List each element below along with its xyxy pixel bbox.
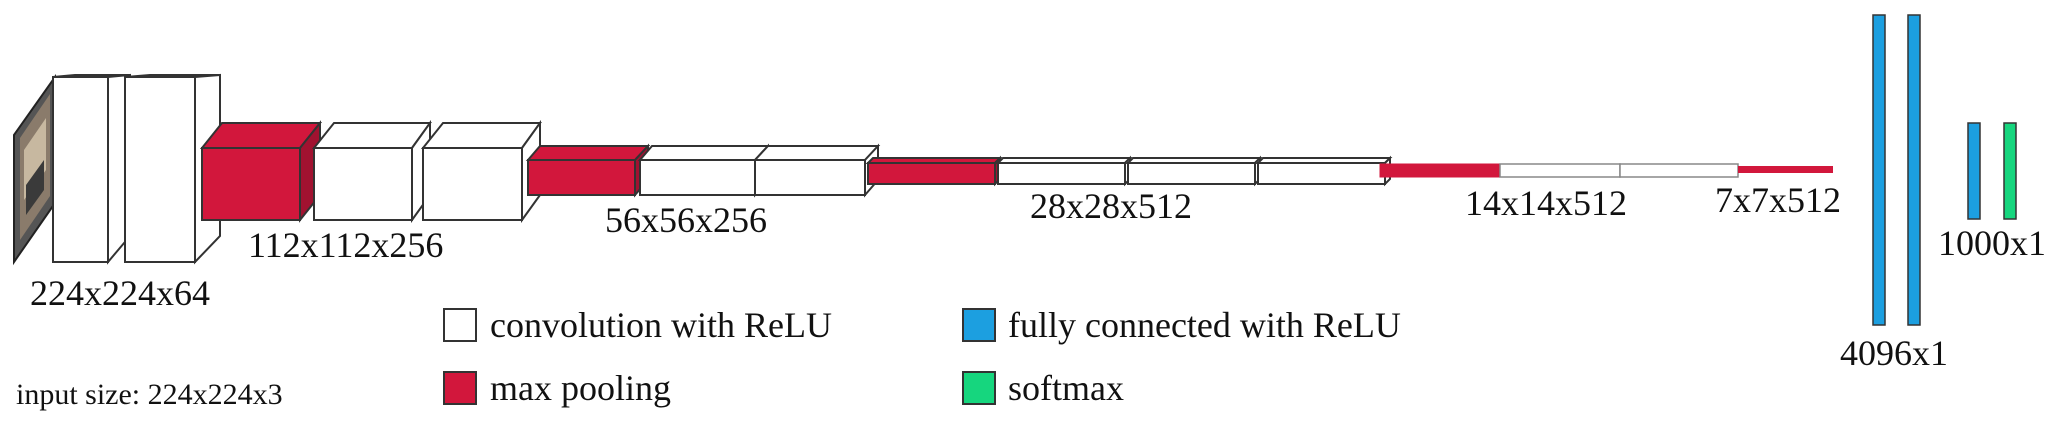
conv-block-2a (311, 119, 432, 224)
legend-swatch-convolution (443, 308, 477, 342)
conv-block-4c (1255, 155, 1393, 187)
legend-label-convolution: convolution with ReLU (490, 305, 832, 345)
legend-label-softmax: softmax (1008, 368, 1124, 408)
dim-label-4096x1: 4096x1 (1840, 333, 1948, 373)
conv-block-4a (995, 155, 1133, 187)
legend: convolution with ReLU max pooling fully … (443, 305, 1401, 408)
conv-block-5a (1499, 163, 1621, 178)
dim-label-28x28x512: 28x28x512 (1030, 186, 1192, 226)
conv-block-5b (1619, 163, 1739, 178)
dim-label-224x224x64: 224x224x64 (30, 273, 210, 313)
dim-label-14x14x512: 14x14x512 (1465, 183, 1627, 223)
softmax-bar (2003, 122, 2017, 220)
conv-block-1a (52, 73, 131, 265)
fc-bar-1 (1872, 14, 1886, 326)
pool-block-3 (865, 155, 1003, 187)
legend-swatch-fully-connected (962, 308, 996, 342)
pool-block-1 (199, 120, 323, 223)
dim-label-1000x1: 1000x1 (1938, 223, 2046, 263)
fc-bar-2 (1907, 14, 1921, 326)
input-image-icon (13, 73, 56, 266)
legend-swatch-softmax (962, 371, 996, 405)
legend-label-fully-connected: fully connected with ReLU (1008, 305, 1401, 345)
conv-block-3b (752, 143, 881, 198)
dim-label-56x56x256: 56x56x256 (605, 200, 767, 240)
legend-label-max-pooling: max pooling (490, 368, 671, 408)
input-size-label: input size: 224x224x3 (16, 378, 283, 411)
conv-block-3a (637, 143, 771, 198)
dim-label-112x112x256: 112x112x256 (248, 225, 443, 265)
pool-block-4 (1379, 163, 1501, 178)
conv-block-2b (420, 119, 542, 224)
pool-block-2 (525, 143, 651, 198)
pool-block-5 (1738, 166, 1833, 173)
dim-label-7x7x512: 7x7x512 (1715, 180, 1841, 220)
legend-swatch-max-pooling (443, 371, 477, 405)
conv-block-4b (1125, 155, 1263, 187)
fc-bar-3 (1967, 122, 1981, 220)
